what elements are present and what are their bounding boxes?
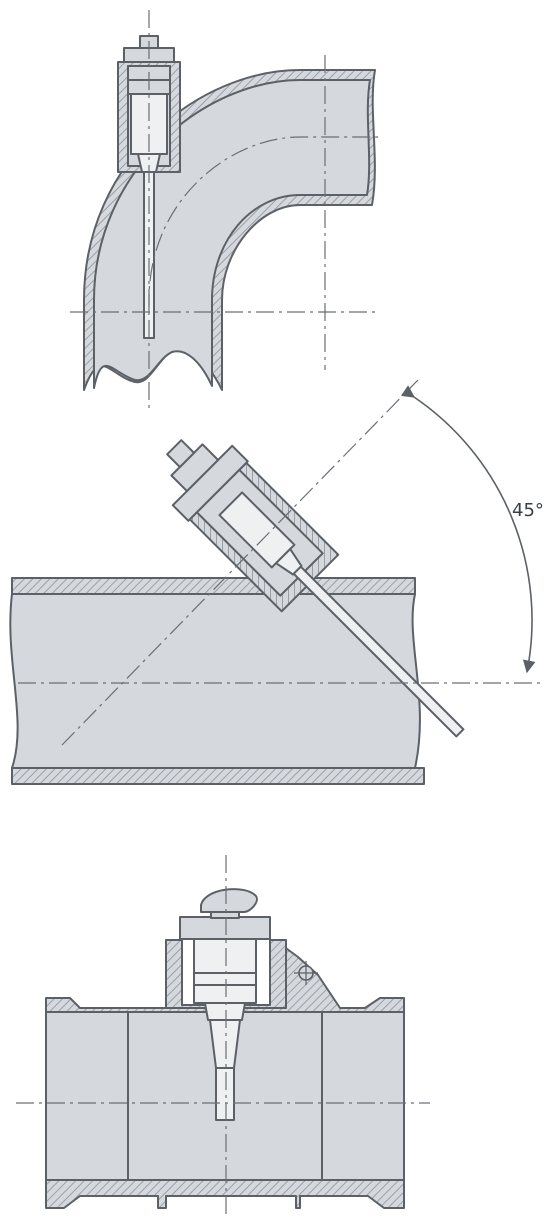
angled-pipe-bottom-wall	[11, 767, 425, 785]
tee-nut	[179, 916, 271, 940]
tee-installation	[16, 855, 430, 1215]
angled-installation	[9, 379, 543, 785]
tee-right-socket	[321, 1011, 405, 1181]
elbow-installation	[70, 10, 380, 408]
angled-pipe-top-wall	[11, 577, 416, 595]
angle-label: 45°	[512, 500, 544, 521]
tee-left-socket	[45, 1011, 129, 1181]
tee-bottom-wall	[45, 1179, 405, 1209]
angle-arc	[400, 385, 536, 674]
tee-cap	[200, 888, 258, 913]
angled-pipe-inner	[9, 593, 421, 769]
tee-boss	[165, 939, 287, 1009]
tee-thermowell	[193, 938, 257, 974]
